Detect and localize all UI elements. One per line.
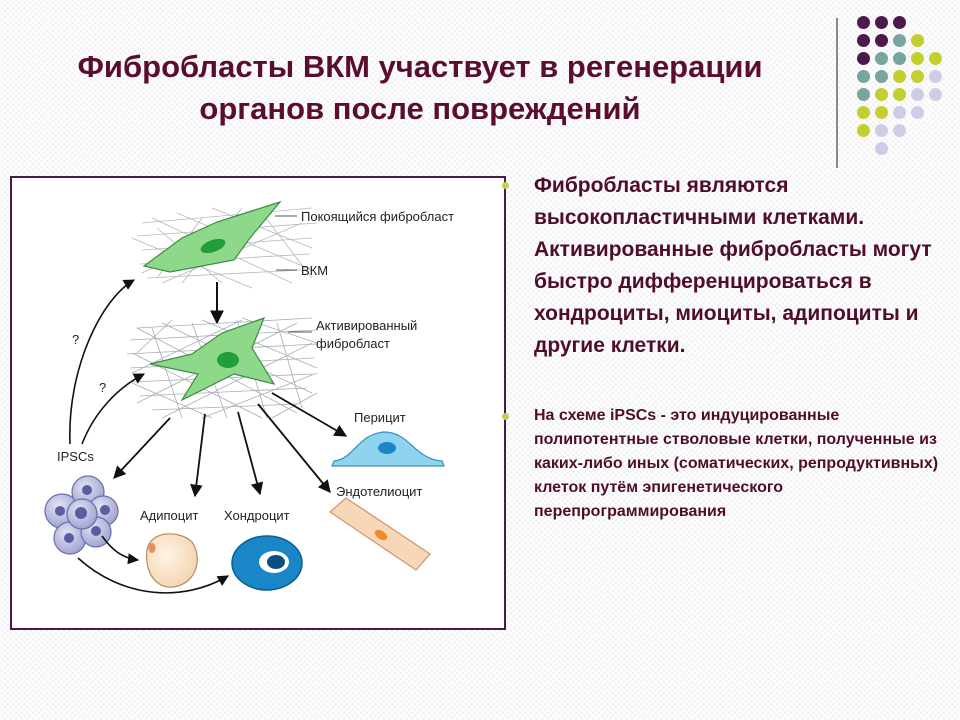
decor-dot xyxy=(893,88,906,101)
bullet-dot-icon xyxy=(502,182,509,189)
endotheliocyte-nucleus xyxy=(374,529,388,541)
decor-dot xyxy=(911,88,924,101)
decor-dot xyxy=(857,16,870,29)
decor-dot xyxy=(893,34,906,47)
decor-dot xyxy=(875,34,888,47)
resting-fibroblast xyxy=(142,200,282,273)
decor-dot xyxy=(875,16,888,29)
label-resting-fibroblast: Покоящийся фибробласт xyxy=(301,209,454,224)
decor-dot xyxy=(893,52,906,65)
adipocyte-cell xyxy=(146,533,198,588)
activated-fibroblast-nucleus xyxy=(217,352,239,368)
ipsc-cluster xyxy=(44,475,119,555)
text-bullets: Фибробласты являются высокопластичными к… xyxy=(502,170,948,524)
decor-dot xyxy=(875,142,888,155)
adipocyte-nucleus xyxy=(148,543,156,553)
decor-dot xyxy=(929,70,942,83)
slide-title: Фибробласты ВКМ участвует в регенерации … xyxy=(77,49,763,126)
bullet-2-text: На схеме iPSCs - это индуцированные поли… xyxy=(534,407,939,520)
decor-dot xyxy=(911,34,924,47)
decor-dot xyxy=(911,70,924,83)
label-ipscs: IPSCs xyxy=(57,449,94,464)
bullet-1: Фибробласты являются высокопластичными к… xyxy=(502,170,948,362)
decor-dot xyxy=(893,70,906,83)
decor-dot xyxy=(929,88,942,101)
label-adipocyte: Адипоцит xyxy=(140,508,198,523)
question-mark-2: ? xyxy=(99,380,106,395)
divider-line xyxy=(836,18,838,168)
decor-dot xyxy=(893,106,906,119)
label-activated-1: Активированный xyxy=(316,318,417,333)
activated-fibroblast xyxy=(149,316,276,402)
bullet-2: На схеме iPSCs - это индуцированные поли… xyxy=(502,404,948,524)
decor-dot xyxy=(911,106,924,119)
decor-dot xyxy=(875,88,888,101)
label-endotheliocyte: Эндотелиоцит xyxy=(336,484,422,499)
decor-dot xyxy=(893,16,906,29)
label-ecm: ВКМ xyxy=(301,263,328,278)
decor-dot xyxy=(857,70,870,83)
decor-dot xyxy=(875,52,888,65)
decor-dot xyxy=(875,124,888,137)
decor-dot xyxy=(911,52,924,65)
decor-dot xyxy=(875,70,888,83)
bullet-1-text: Фибробласты являются высокопластичными к… xyxy=(534,174,932,357)
label-chondrocyte: Хондроцит xyxy=(224,508,290,523)
decor-dot xyxy=(857,88,870,101)
decor-dot xyxy=(929,52,942,65)
decor-dot xyxy=(875,106,888,119)
pericyte-nucleus xyxy=(378,442,396,454)
label-pericyte: Перицит xyxy=(354,410,406,425)
bullet-dot-icon xyxy=(502,413,509,420)
resting-fibroblast-nucleus xyxy=(200,238,226,254)
fibroblast-diagram: Покоящийся фибробласт ВКМ Активированный… xyxy=(10,176,506,630)
decor-dot xyxy=(857,106,870,119)
decor-dot xyxy=(857,34,870,47)
decor-dot xyxy=(893,124,906,137)
label-activated-2: фибробласт xyxy=(316,336,390,351)
decor-dot xyxy=(857,124,870,137)
diagram-canvas: Покоящийся фибробласт ВКМ Активированный… xyxy=(44,200,454,594)
decor-dot xyxy=(857,52,870,65)
question-mark-1: ? xyxy=(72,332,79,347)
